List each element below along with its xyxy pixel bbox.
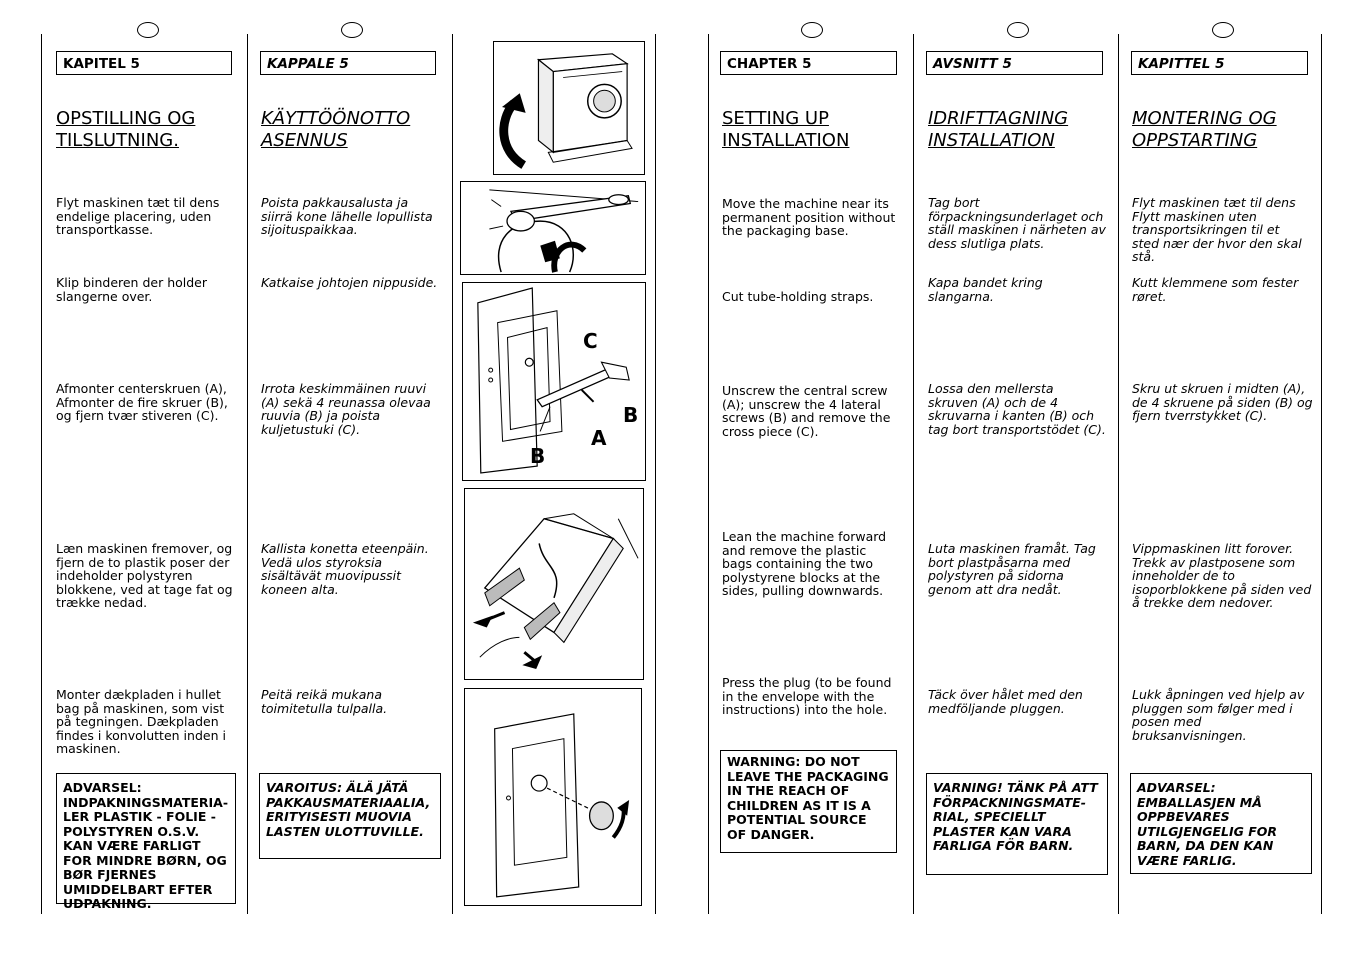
- section-title-line: OPPSTARTING: [1132, 130, 1258, 151]
- tilted-machine-drawing: [472, 513, 639, 670]
- step-5-text: Täck över hålet med den medföljande plug…: [928, 687, 1083, 716]
- section-title-line: MONTERING OG: [1132, 108, 1277, 129]
- section-title: MONTERING OG OPPSTARTING: [1132, 108, 1277, 152]
- washing-machine-drawing: [499, 53, 633, 169]
- step-4-text: Kallista konetta eteenpäin. Vedä ulos st…: [261, 541, 429, 597]
- language-marker-icon: [801, 22, 823, 38]
- label-b: B: [530, 444, 546, 468]
- step-2-text: Klip binderen der holder slangerne over.: [56, 275, 208, 304]
- warning-box: WARNING: DO NOT LEAVE THE PACKAGING IN T…: [720, 750, 897, 853]
- column-divider: [1118, 34, 1119, 914]
- step-3-text: Irrota keskimmäinen ruuvi (A) sekä 4 reu…: [261, 381, 431, 437]
- step-5-text: Lukk åpningen ved hjelp av pluggen som f…: [1132, 687, 1305, 743]
- chapter-heading: CHAPTER 5: [720, 51, 897, 75]
- section-title-line: SETTING UP: [722, 108, 829, 129]
- scissors-drawing: [489, 189, 639, 273]
- language-marker-icon: [1007, 22, 1029, 38]
- figure-cut-straps: [460, 181, 646, 275]
- column-divider: [913, 34, 914, 914]
- section-title-line: IDRIFTTAGNING: [928, 108, 1069, 129]
- language-marker-icon: [341, 22, 363, 38]
- column-divider: [655, 34, 656, 914]
- step-1-text: Flyt maskinen tæt til dens endelige plac…: [56, 195, 220, 237]
- warning-box: ADVARSEL: INDPAKNINGSMATERIA-LER PLASTIK…: [56, 773, 236, 911]
- column-divider: [247, 34, 248, 914]
- warning-box: VAROITUS: ÄLÄ JÄTÄ PAKKAUSMATERIAALIA, E…: [259, 773, 441, 859]
- step-4-text: Læn maskinen fremover, og fjern de to pl…: [56, 541, 233, 610]
- section-title: IDRIFTTAGNING INSTALLATION: [928, 108, 1068, 152]
- step-1-text: Move the machine near its permanent posi…: [722, 196, 896, 238]
- step-3-text: Lossa den mellersta skruven (A) och de 4…: [928, 381, 1106, 437]
- step-2-text: Kapa bandet kring slangarna.: [928, 275, 1043, 304]
- step-5-text: Press the plug (to be found in the envel…: [722, 675, 892, 717]
- section-title-line: TILSLUTNING.: [56, 130, 179, 151]
- step-4-text: Vippmaskinen litt forover. Trekk av plas…: [1132, 541, 1312, 610]
- column-divider: [1321, 34, 1322, 914]
- figure-remove-base: [493, 41, 645, 175]
- section-title: KÄYTTÖÖNOTTO ASENNUS: [261, 108, 410, 152]
- chapter-heading: AVSNITT 5: [926, 51, 1103, 75]
- step-2-text: Katkaise johtojen nippuside.: [261, 275, 438, 290]
- step-3-text: Unscrew the central screw (A); unscrew t…: [722, 383, 891, 439]
- section-title-line: ASENNUS: [261, 130, 348, 151]
- chapter-heading: KAPITTEL 5: [1131, 51, 1308, 75]
- step-3-text: Afmonter centerskruen (A), Afmonter de f…: [56, 381, 228, 423]
- plug-drawing: [494, 713, 630, 898]
- label-b: B: [623, 403, 639, 427]
- chapter-heading: KAPPALE 5: [260, 51, 436, 75]
- column-divider: [41, 34, 42, 914]
- label-a: A: [591, 426, 607, 450]
- language-marker-icon: [137, 22, 159, 38]
- step-2-text: Cut tube-holding straps.: [722, 289, 874, 304]
- section-title: OPSTILLING OG TILSLUTNING.: [56, 108, 195, 152]
- section-title-line: INSTALLATION: [722, 130, 850, 151]
- warning-box: ADVARSEL: EMBALLASJEN MÅ OPPBEVARES UTIL…: [1130, 773, 1312, 874]
- column-divider: [708, 34, 709, 914]
- step-1-text: Poista pakkausalusta ja siirrä kone lähe…: [261, 195, 433, 237]
- warning-box: VARNING! TÄNK PÅ ATT FÖRPACKNINGSMATE-RI…: [926, 773, 1108, 875]
- step-2-text: Kutt klemmene som fester røret.: [1132, 275, 1299, 304]
- section-title-line: OPSTILLING OG: [56, 108, 196, 129]
- step-3-text: Skru ut skruen i midten (A), de 4 skruen…: [1132, 381, 1313, 423]
- figure-remove-bags: [464, 488, 644, 680]
- section-title: SETTING UP INSTALLATION: [722, 108, 849, 152]
- figure-remove-screws: [462, 282, 646, 481]
- step-5-text: Peitä reikä mukana toimitetulla tulpalla…: [261, 687, 388, 716]
- step-4-text: Luta maskinen framåt. Tag bort plastpåsa…: [928, 541, 1096, 597]
- section-title-line: KÄYTTÖÖNOTTO: [261, 108, 411, 129]
- step-1-text: Flyt maskinen tæt til dens Flytt maskine…: [1132, 195, 1302, 264]
- chapter-heading: KAPITEL 5: [56, 51, 232, 75]
- column-divider: [452, 34, 453, 914]
- label-c: C: [583, 329, 598, 353]
- step-1-text: Tag bort förpackningsunderlaget och stäl…: [928, 195, 1106, 251]
- language-marker-icon: [1212, 22, 1234, 38]
- section-title-line: INSTALLATION: [928, 130, 1055, 151]
- step-4-text: Lean the machine forward and remove the …: [722, 529, 887, 598]
- figure-insert-plug: [464, 688, 642, 906]
- rear-panel-drawing: [477, 287, 630, 474]
- step-5-text: Monter dækpladen i hullet bag på maskine…: [56, 687, 226, 756]
